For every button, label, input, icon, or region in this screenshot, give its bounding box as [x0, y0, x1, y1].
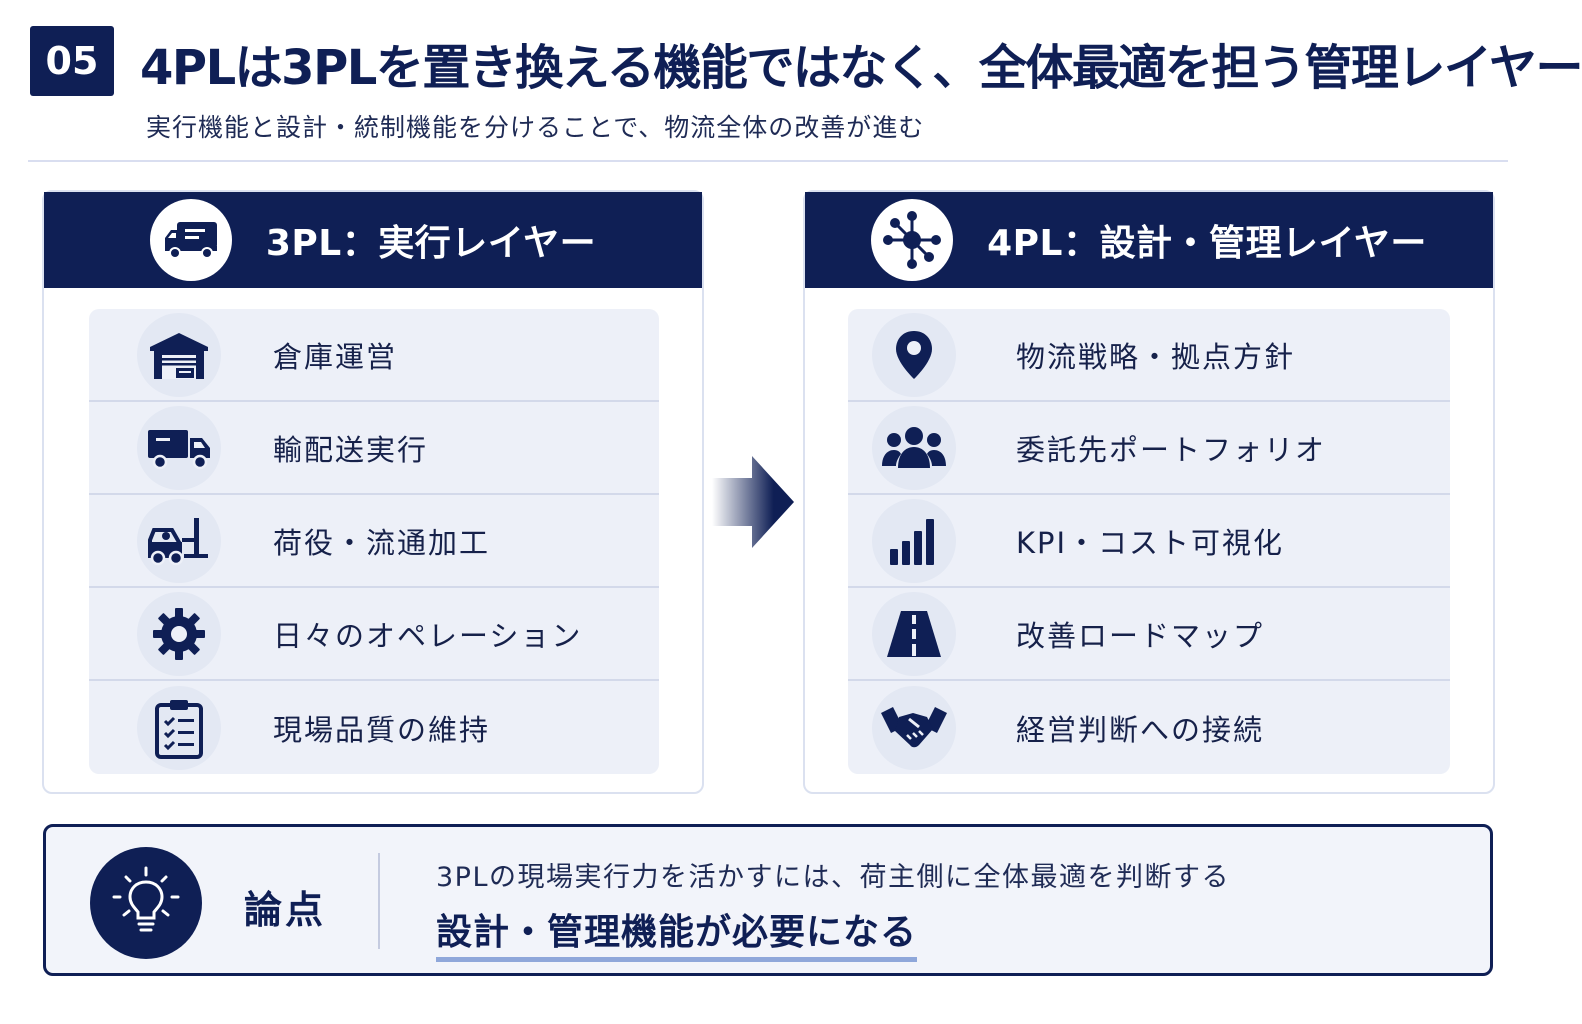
handshake-icon [872, 685, 956, 770]
list-item-label: 経営判断への接続 [1016, 712, 1265, 747]
panel-4pl: 4PL：設計・管理レイヤー 物流戦略・拠点方針 [803, 190, 1495, 794]
list-item: 倉庫運営 [89, 309, 659, 402]
truck-icon [137, 405, 221, 490]
key-point-conclusion: 設計・管理機能が必要になる [436, 903, 918, 962]
list-item-label: KPI・コスト可視化 [1016, 525, 1285, 560]
panel-3pl: 3PL：実行レイヤー 倉庫運営 [42, 190, 704, 794]
lightbulb-icon [90, 847, 202, 959]
list-item-label: 日々のオペレーション [273, 618, 583, 653]
list-item: 日々のオペレーション [89, 588, 659, 681]
key-point-text: 3PLの現場実行力を活かすには、荷主側に全体最適を判断する [436, 862, 1231, 893]
section-number-badge: 05 [30, 26, 114, 96]
location-pin-icon [872, 312, 956, 397]
panel-4pl-list: 物流戦略・拠点方針 委託先ポートフォリオ [848, 309, 1450, 774]
network-hub-icon [871, 199, 954, 281]
list-item-label: 委託先ポートフォリオ [1016, 432, 1327, 467]
page-subtitle: 実行機能と設計・統制機能を分けることで、物流全体の改善が進む [146, 113, 925, 142]
clipboard-checklist-icon [137, 685, 221, 770]
key-point-separator [378, 853, 380, 949]
list-item: 経営判断への接続 [848, 681, 1450, 774]
transition-arrow-icon [712, 456, 796, 554]
panel-3pl-list: 倉庫運営 輸配送実行 [89, 309, 659, 774]
gear-icon [137, 591, 221, 676]
key-point-label: 論点 [244, 888, 327, 932]
warehouse-icon [137, 312, 221, 397]
list-item: 委託先ポートフォリオ [848, 402, 1450, 495]
people-group-icon [872, 405, 956, 490]
page-title: 4PLは3PLを置き換える機能ではなく、全体最適を担う管理レイヤー [140, 40, 1582, 96]
list-item: 物流戦略・拠点方針 [848, 309, 1450, 402]
bar-chart-icon [872, 498, 956, 583]
panel-3pl-title: 3PL：実行レイヤー [265, 223, 597, 264]
list-item-label: 改善ロードマップ [1016, 618, 1265, 653]
panel-4pl-title: 4PL：設計・管理レイヤー [987, 223, 1427, 264]
delivery-truck-icon [149, 199, 232, 281]
list-item-label: 倉庫運営 [273, 339, 398, 374]
list-item: 荷役・流通加工 [89, 495, 659, 588]
header-divider [28, 160, 1508, 162]
panel-3pl-header: 3PL：実行レイヤー [44, 192, 702, 288]
panel-4pl-header: 4PL：設計・管理レイヤー [805, 192, 1493, 288]
list-item-label: 荷役・流通加工 [273, 525, 491, 560]
list-item: KPI・コスト可視化 [848, 495, 1450, 588]
list-item-label: 現場品質の維持 [273, 712, 491, 747]
road-icon [872, 591, 956, 676]
key-point-box: 論点 3PLの現場実行力を活かすには、荷主側に全体最適を判断する 設計・管理機能… [43, 824, 1493, 976]
list-item: 現場品質の維持 [89, 681, 659, 774]
list-item: 輸配送実行 [89, 402, 659, 495]
list-item-label: 輸配送実行 [273, 432, 429, 467]
forklift-icon [137, 498, 221, 583]
list-item: 改善ロードマップ [848, 588, 1450, 681]
list-item-label: 物流戦略・拠点方針 [1016, 339, 1296, 374]
